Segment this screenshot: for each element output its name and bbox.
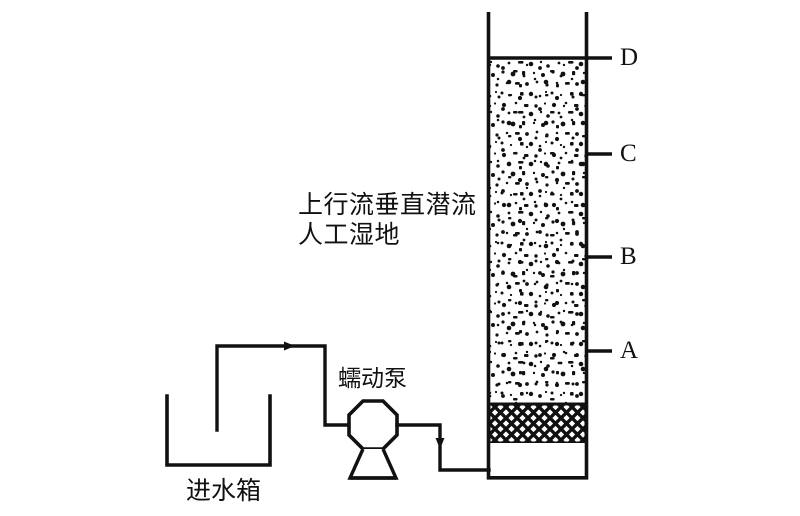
flow-arrow-suction bbox=[284, 341, 295, 351]
wetland-column bbox=[486, 12, 612, 480]
column-support-mesh-layer bbox=[487, 402, 588, 445]
peristaltic-pump bbox=[347, 399, 399, 480]
influent-tank bbox=[165, 394, 272, 467]
wetland-title-line-2: 人工湿地 bbox=[298, 219, 401, 249]
flow-arrow-discharge bbox=[435, 438, 445, 449]
pump-label: 蠕动泵 bbox=[338, 366, 407, 392]
port-label-A: A bbox=[620, 337, 639, 364]
wetland-title-line-1: 上行流垂直潜流 bbox=[298, 190, 477, 219]
port-label-B: B bbox=[620, 243, 637, 270]
column-media-bed bbox=[489, 58, 586, 404]
port-label-C: C bbox=[620, 140, 637, 167]
suction-line bbox=[215, 341, 350, 432]
influent-tank-label: 进水箱 bbox=[186, 476, 262, 505]
discharge-line bbox=[395, 423, 491, 472]
column-distribution-chamber bbox=[489, 443, 586, 478]
wetland-title: 上行流垂直潜流人工湿地 bbox=[298, 190, 477, 249]
pump-body-octagon bbox=[347, 399, 399, 451]
pump-stand bbox=[347, 448, 399, 480]
port-label-D: D bbox=[620, 44, 639, 71]
